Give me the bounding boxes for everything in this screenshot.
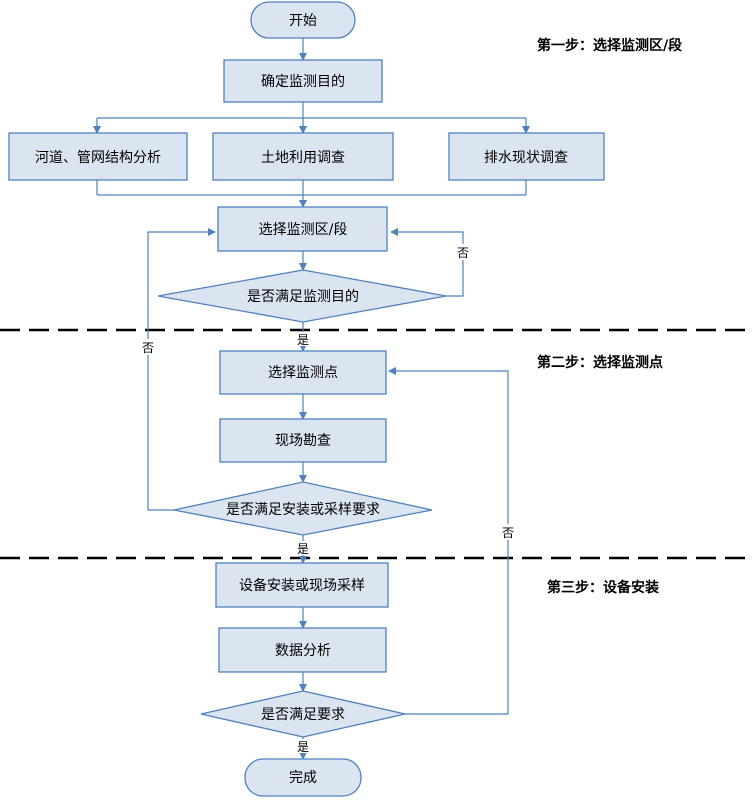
survey-box xyxy=(219,418,387,463)
drainage-box xyxy=(448,132,605,181)
check-install-label: 是否满足安装或采样要求 xyxy=(226,502,380,518)
step3-label: 第三步：设备安装 xyxy=(547,579,660,596)
step1-label: 第一步：选择监测区/段 xyxy=(537,37,682,54)
check-purpose-label: 是否满足监测目的 xyxy=(247,289,359,305)
select-point-label: 选择监测点 xyxy=(268,365,338,381)
no-label-bg-1 xyxy=(456,244,470,260)
end-terminal xyxy=(244,758,362,797)
yes-label-bg-1 xyxy=(296,332,310,346)
install-box xyxy=(215,562,389,608)
survey-label: 现场勘查 xyxy=(275,433,331,449)
edge-label-no-3: 否 xyxy=(502,526,514,540)
analysis-box xyxy=(218,627,387,673)
select-area-box xyxy=(217,206,388,252)
install-label: 设备安装或现场采样 xyxy=(239,577,365,594)
land-box xyxy=(212,132,394,181)
check-req-label: 是否满足要求 xyxy=(261,707,345,723)
edge-check-install-no xyxy=(147,228,216,511)
edge-check-req-no xyxy=(388,367,509,715)
check-purpose-diamond xyxy=(157,269,447,323)
edge-label-no-1: 否 xyxy=(457,246,469,260)
edge-label-yes-2: 是 xyxy=(297,542,309,556)
edge-check-purpose-no xyxy=(390,228,464,297)
end-label: 完成 xyxy=(289,770,317,786)
purpose-box xyxy=(223,59,383,103)
no-label-bg-2 xyxy=(141,339,155,355)
analysis-label: 数据分析 xyxy=(275,643,331,659)
check-req-diamond xyxy=(200,690,406,738)
edge-label-yes-3: 是 xyxy=(297,740,309,754)
start-label: 开始 xyxy=(289,13,317,29)
start-terminal xyxy=(250,1,356,39)
edge-label-yes-1: 是 xyxy=(297,333,309,347)
land-label: 土地利用调查 xyxy=(261,150,345,166)
river-label: 河道、管网结构分析 xyxy=(35,150,161,166)
step2-label: 第二步：选择监测点 xyxy=(537,354,663,371)
yes-label-bg-3 xyxy=(296,739,310,753)
yes-label-bg-2 xyxy=(296,541,310,555)
check-install-diamond xyxy=(173,481,433,536)
purpose-label: 确定监测目的 xyxy=(261,74,345,90)
river-box xyxy=(8,132,188,181)
select-area-label: 选择监测区/段 xyxy=(259,222,348,238)
drainage-label: 排水现状调查 xyxy=(484,150,568,166)
no-label-bg-3 xyxy=(501,524,515,540)
edge-label-no-2: 否 xyxy=(142,341,154,355)
select-point-box xyxy=(219,350,387,395)
